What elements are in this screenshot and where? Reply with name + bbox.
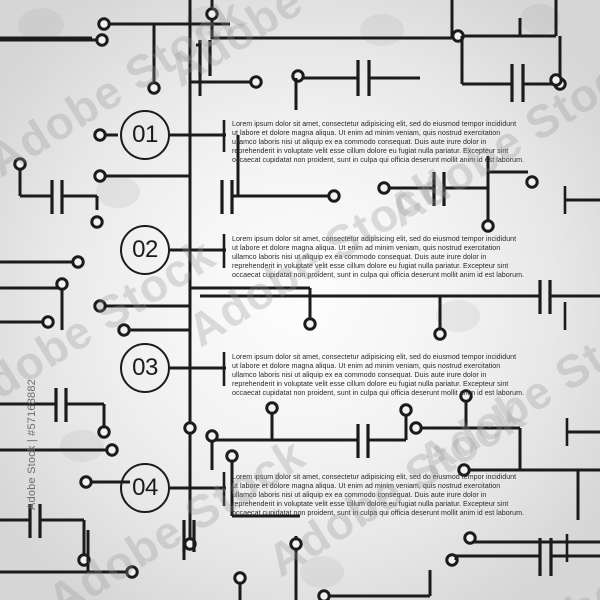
step-description-03: Lorem ipsum dolor sit amet, consectetur … xyxy=(232,353,524,398)
step-description-01: Lorem ipsum dolor sit amet, consectetur … xyxy=(232,120,524,165)
step-number-04: 04 xyxy=(132,474,158,501)
step-marker-02[interactable]: 02 xyxy=(120,225,170,275)
step-marker-01[interactable]: 01 xyxy=(120,110,170,160)
step-number-02: 02 xyxy=(132,236,158,263)
step-description-02: Lorem ipsum dolor sit amet, consectetur … xyxy=(232,235,524,280)
step-description-04: Lorem ipsum dolor sit amet, consectetur … xyxy=(232,473,524,518)
step-marker-03[interactable]: 03 xyxy=(120,343,170,393)
step-marker-04[interactable]: 04 xyxy=(120,463,170,513)
step-number-01: 01 xyxy=(132,121,158,148)
step-number-03: 03 xyxy=(132,354,158,381)
